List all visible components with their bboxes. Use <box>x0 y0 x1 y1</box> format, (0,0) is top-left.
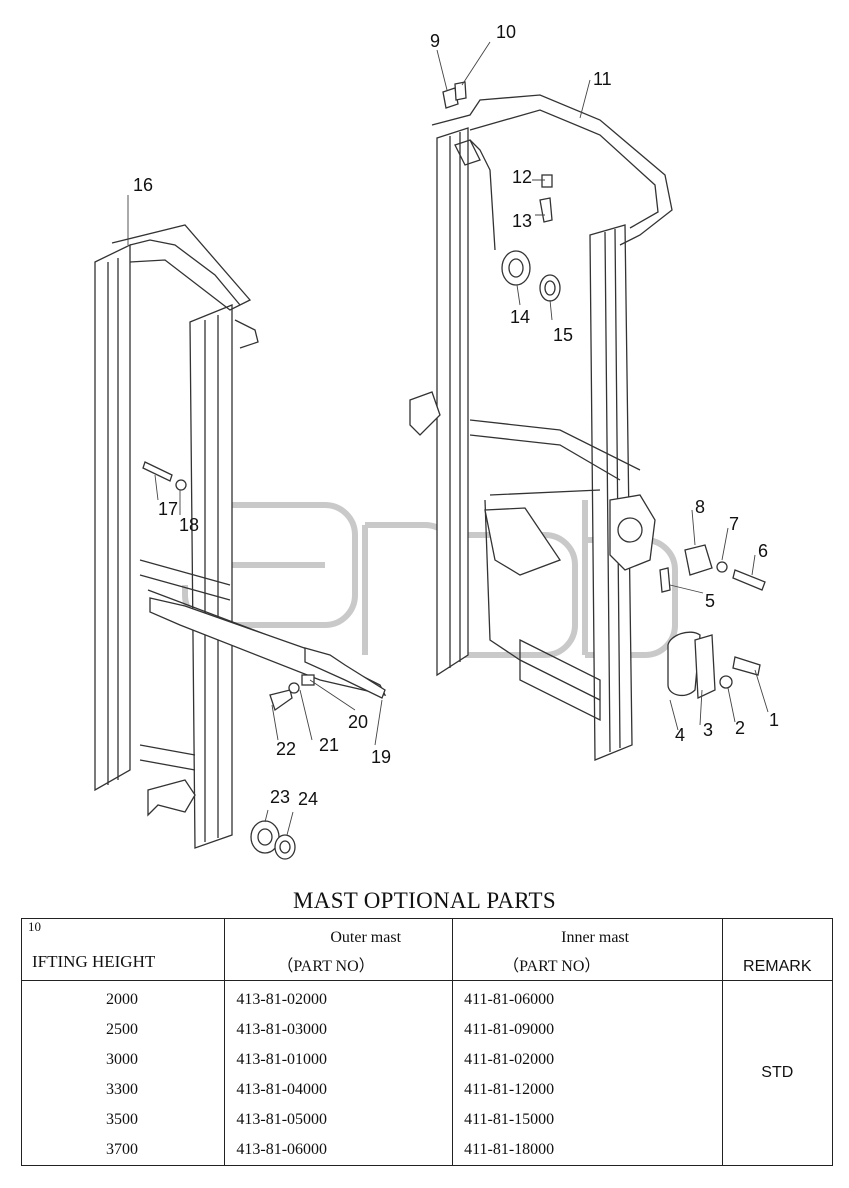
callout-4: 4 <box>675 725 685 745</box>
mast-optional-parts-table: 10 IFTING HEIGHT Outer mast （PART NO） In… <box>20 918 834 1166</box>
callout-11: 11 <box>593 69 612 89</box>
cell-height: 3500 <box>106 1111 138 1128</box>
remark-cell: STD <box>721 980 834 1166</box>
cell-inner-part-no: 411-81-18000 <box>464 1141 555 1158</box>
callout-21: 21 <box>319 735 339 755</box>
cell-outer-part-no: 413-81-03000 <box>236 1021 328 1038</box>
cell-height: 2000 <box>106 991 138 1008</box>
callout-9: 9 <box>430 31 440 51</box>
callout-22: 22 <box>276 739 296 759</box>
mast-exploded-diagram: 1 2 3 4 5 6 7 8 9 10 11 12 13 14 15 16 1… <box>94 22 779 860</box>
cell-outer-part-no: 413-81-05000 <box>236 1111 328 1128</box>
outer-mast-column: 413-81-02000 413-81-03000 413-81-01000 4… <box>224 980 454 1166</box>
table-body-row: 2000 2500 3000 3300 3500 3700 413-81-020… <box>20 980 834 1166</box>
callout-23: 23 <box>270 787 290 807</box>
callout-18: 18 <box>179 515 199 535</box>
cell-inner-part-no: 411-81-15000 <box>464 1111 555 1128</box>
callout-15: 15 <box>553 325 573 345</box>
header-inner-mast: Inner mast （PART NO） <box>452 918 723 981</box>
cell-height: 3300 <box>106 1081 138 1098</box>
cell-outer-part-no: 413-81-01000 <box>236 1051 328 1068</box>
corner-mark: 10 <box>28 919 41 934</box>
inner-mast-11 <box>409 94 673 761</box>
leader-lines <box>127 41 769 836</box>
cell-outer-part-no: 413-81-06000 <box>236 1141 328 1158</box>
cell-inner-part-no: 411-81-09000 <box>464 1021 555 1038</box>
lifting-height-column: 2000 2500 3000 3300 3500 3700 <box>20 980 226 1166</box>
cell-outer-part-no: 413-81-02000 <box>236 991 328 1008</box>
header-outer-mast: Outer mast （PART NO） <box>224 918 454 981</box>
callout-2: 2 <box>735 718 745 738</box>
table-title: MAST OPTIONAL PARTS <box>293 888 556 913</box>
callout-12: 12 <box>512 167 532 187</box>
cell-outer-part-no: 413-81-04000 <box>236 1081 328 1098</box>
callout-17: 17 <box>158 499 178 519</box>
cell-inner-part-no: 411-81-02000 <box>464 1051 555 1068</box>
callout-7: 7 <box>729 514 739 534</box>
outer-mast-16 <box>94 224 387 849</box>
callout-8: 8 <box>695 497 705 517</box>
callout-1: 1 <box>769 710 779 730</box>
callout-16: 16 <box>133 175 153 195</box>
small-parts <box>142 81 766 860</box>
callout-24: 24 <box>298 789 318 809</box>
callout-13: 13 <box>512 211 532 231</box>
header-remark: REMARK <box>721 918 834 981</box>
callout-labels: 1 2 3 4 5 6 7 8 9 10 11 12 13 14 15 16 1… <box>133 22 779 809</box>
cell-inner-part-no: 411-81-06000 <box>464 991 555 1008</box>
callout-20: 20 <box>348 712 368 732</box>
cell-height: 3000 <box>106 1051 138 1068</box>
callout-3: 3 <box>703 720 713 740</box>
inner-mast-column: 411-81-06000 411-81-09000 411-81-02000 4… <box>452 980 723 1166</box>
callout-14: 14 <box>510 307 530 327</box>
cell-height: 2500 <box>106 1021 138 1038</box>
callout-6: 6 <box>758 541 768 561</box>
callout-19: 19 <box>371 747 391 767</box>
cell-height: 3700 <box>106 1141 138 1158</box>
callout-10: 10 <box>496 22 516 42</box>
cell-inner-part-no: 411-81-12000 <box>464 1081 555 1098</box>
table-header-row: 10 IFTING HEIGHT Outer mast （PART NO） In… <box>20 918 834 981</box>
callout-5: 5 <box>705 591 715 611</box>
header-lifting-height: 10 IFTING HEIGHT <box>20 918 226 981</box>
